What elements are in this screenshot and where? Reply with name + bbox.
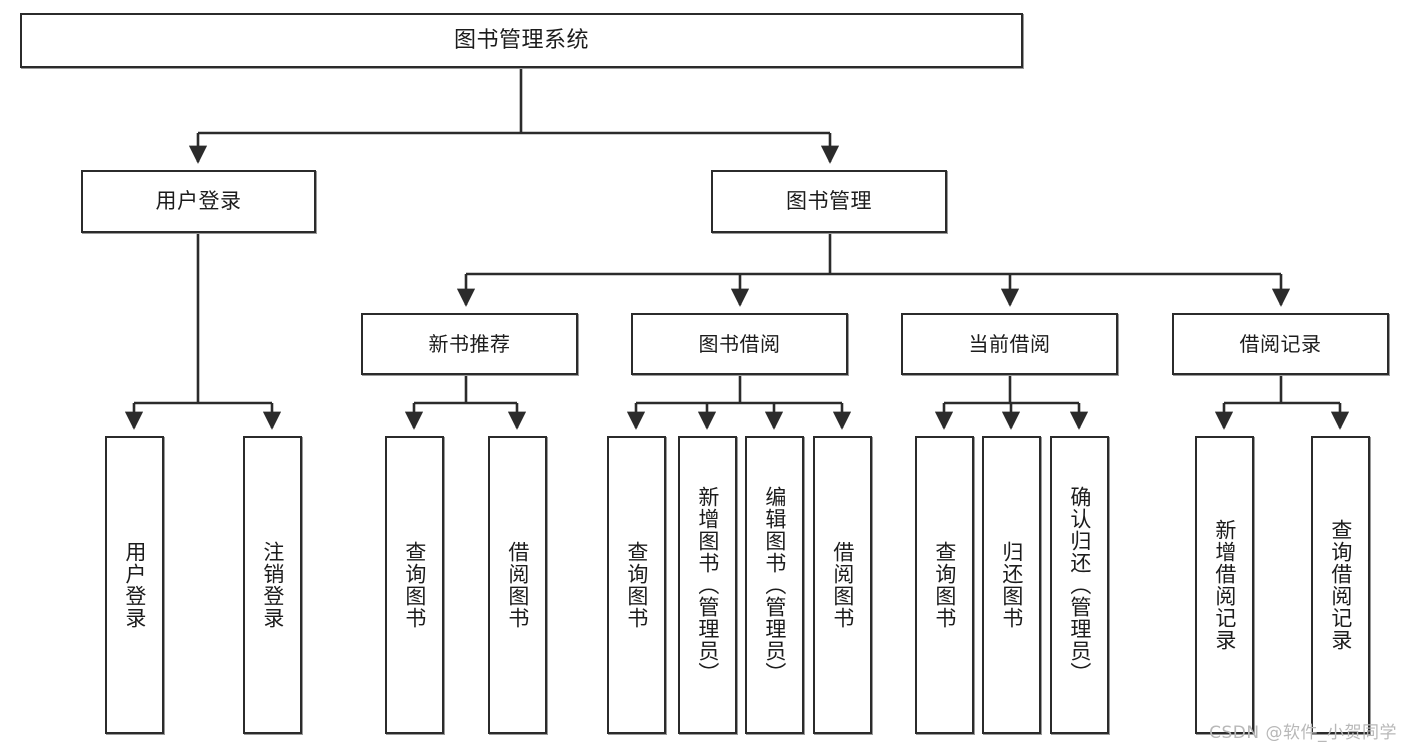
node-leaf-edit-book-label: 编辑图书（管理员） bbox=[762, 486, 787, 684]
csdn-watermark: CSDN @软件_小贺同学 bbox=[1209, 723, 1397, 743]
node-current-borrow-label: 当前借阅 bbox=[968, 331, 1051, 356]
node-leaf-user-login-label: 用户登录 bbox=[122, 541, 147, 629]
node-leaf-logout-label: 注销登录 bbox=[260, 541, 285, 629]
node-book-borrow[interactable]: 图书借阅 bbox=[631, 313, 848, 375]
node-user-login-label: 用户登录 bbox=[155, 189, 242, 214]
node-leaf-query-book-1[interactable]: 查询图书 bbox=[385, 436, 444, 734]
node-leaf-query-record[interactable]: 查询借阅记录 bbox=[1311, 436, 1370, 734]
node-leaf-logout[interactable]: 注销登录 bbox=[243, 436, 302, 734]
node-leaf-borrow-book-1[interactable]: 借阅图书 bbox=[488, 436, 547, 734]
node-book-borrow-label: 图书借阅 bbox=[698, 331, 781, 356]
node-leaf-borrow-book-1-label: 借阅图书 bbox=[505, 541, 530, 629]
node-borrow-record-label: 借阅记录 bbox=[1239, 331, 1322, 356]
node-leaf-query-book-3[interactable]: 查询图书 bbox=[915, 436, 974, 734]
node-leaf-edit-book[interactable]: 编辑图书（管理员） bbox=[745, 436, 804, 734]
node-leaf-query-book-3-label: 查询图书 bbox=[932, 541, 957, 629]
node-book-manage[interactable]: 图书管理 bbox=[711, 170, 947, 233]
node-leaf-add-book[interactable]: 新增图书（管理员） bbox=[678, 436, 737, 734]
node-leaf-add-record-label: 新增借阅记录 bbox=[1212, 519, 1237, 651]
node-leaf-query-book-2-label: 查询图书 bbox=[624, 541, 649, 629]
node-book-manage-label: 图书管理 bbox=[786, 189, 872, 214]
node-leaf-borrow-book-2[interactable]: 借阅图书 bbox=[813, 436, 872, 734]
node-leaf-query-record-label: 查询借阅记录 bbox=[1328, 519, 1353, 651]
node-user-login[interactable]: 用户登录 bbox=[81, 170, 316, 233]
node-root-label: 图书管理系统 bbox=[453, 27, 589, 53]
node-leaf-confirm-return[interactable]: 确认归还（管理员） bbox=[1050, 436, 1109, 734]
node-borrow-record[interactable]: 借阅记录 bbox=[1172, 313, 1389, 375]
node-leaf-confirm-return-label: 确认归还（管理员） bbox=[1067, 486, 1092, 684]
node-leaf-add-book-label: 新增图书（管理员） bbox=[695, 486, 720, 684]
node-leaf-borrow-book-2-label: 借阅图书 bbox=[830, 541, 855, 629]
node-leaf-query-book-1-label: 查询图书 bbox=[402, 541, 427, 629]
node-leaf-user-login[interactable]: 用户登录 bbox=[105, 436, 164, 734]
node-current-borrow[interactable]: 当前借阅 bbox=[901, 313, 1118, 375]
node-new-book-recommend-label: 新书推荐 bbox=[428, 331, 511, 356]
node-new-book-recommend[interactable]: 新书推荐 bbox=[361, 313, 578, 375]
node-leaf-return-book-label: 归还图书 bbox=[999, 541, 1024, 629]
node-root[interactable]: 图书管理系统 bbox=[20, 13, 1023, 68]
node-leaf-query-book-2[interactable]: 查询图书 bbox=[607, 436, 666, 734]
node-leaf-return-book[interactable]: 归还图书 bbox=[982, 436, 1041, 734]
node-leaf-add-record[interactable]: 新增借阅记录 bbox=[1195, 436, 1254, 734]
